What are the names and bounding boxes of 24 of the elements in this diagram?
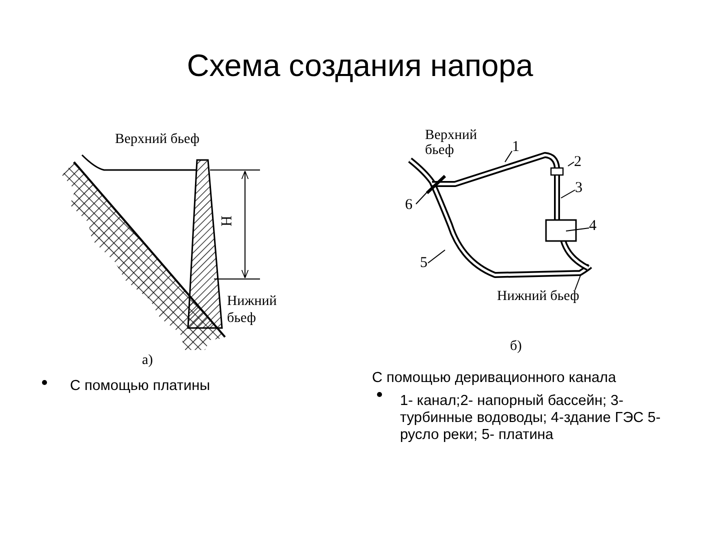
callout-number: 2	[574, 155, 582, 169]
callout-number: 3	[575, 181, 582, 195]
water-level-label: Нижний бьеф	[497, 290, 580, 304]
water-level-label: Нижний бьеф	[227, 293, 278, 327]
leader-line	[560, 190, 576, 198]
caption-text: С помощью платины	[70, 378, 210, 394]
leader-line	[428, 250, 446, 264]
leader-line	[504, 150, 512, 162]
leader-line	[566, 228, 590, 232]
callout-number: 4	[589, 219, 596, 233]
callout-number: 1	[512, 140, 520, 154]
leader-line	[568, 162, 574, 166]
leader-line	[416, 188, 430, 204]
water-level-label: Верхний бьеф	[425, 128, 478, 158]
callout-number: 6	[405, 198, 412, 212]
water-level-label: Верхний бьеф	[115, 133, 200, 147]
head-height-label: Н	[218, 216, 232, 226]
callout-number: 5	[420, 256, 428, 270]
caption-text: С помощью деривационного канала	[372, 370, 616, 386]
title: Схема создания напора	[186, 48, 534, 84]
panel-label: а)	[142, 354, 153, 368]
panel-label: б)	[510, 340, 522, 354]
caption-text: 1- канал;2- напорный бассейн; 3- турбинные водоводы; 4-здание ГЭС 5- русло реки; 5- платина	[400, 393, 662, 444]
leader-line	[574, 274, 582, 290]
